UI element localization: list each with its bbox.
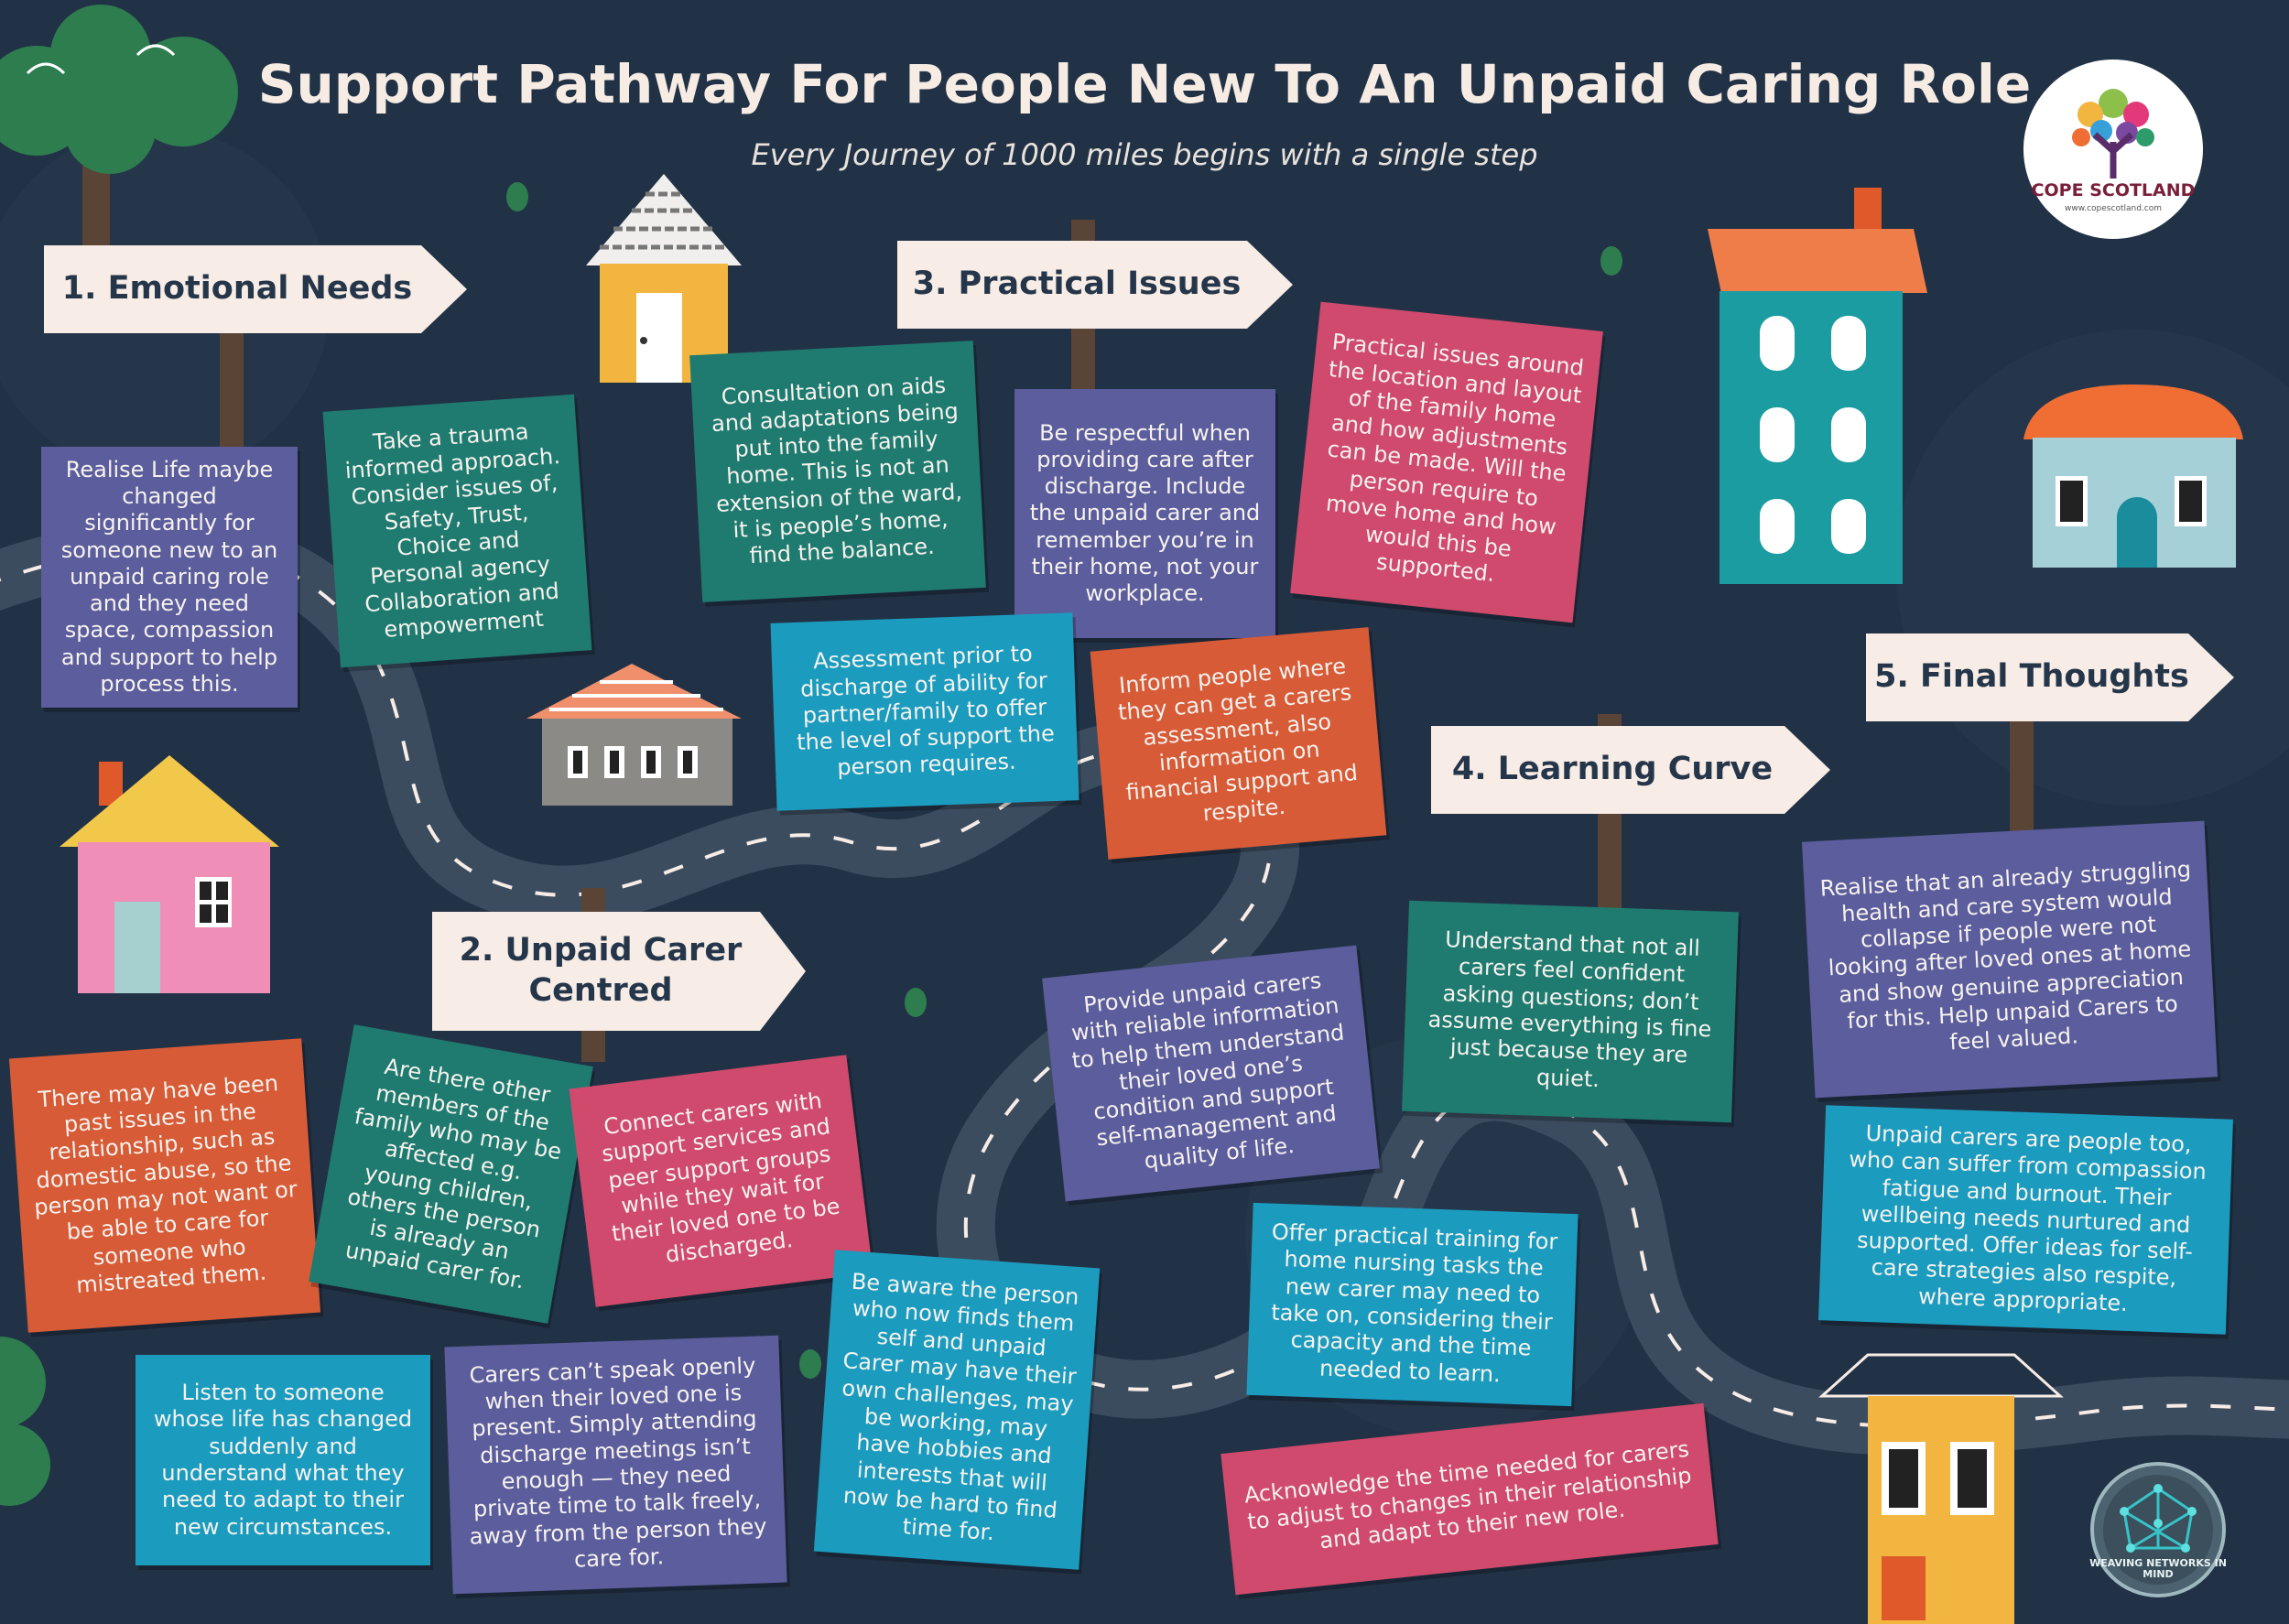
house-grey	[526, 664, 742, 806]
card-speak-openly: Carers can’t speak openly when their lov…	[444, 1335, 787, 1595]
card-collapse: Realise that an already struggling healt…	[1801, 820, 2218, 1099]
sign-final-thoughts: 5. Final Thoughts	[1866, 633, 2234, 721]
road	[0, 517, 2289, 1456]
house-teal-tall	[1708, 188, 1927, 584]
card-trauma-informed: Take a trauma informed approach. Conside…	[322, 394, 592, 668]
card-inform: Inform people where they can get a carer…	[1090, 627, 1387, 860]
card-reliable-info: Provide unpaid carers with reliable info…	[1042, 945, 1380, 1202]
sign-practical-issues: 3. Practical Issues	[897, 241, 1293, 329]
sign-unpaid-carer-centred: 2. Unpaid Carer Centred	[432, 912, 806, 1031]
tree-icon	[2072, 89, 2154, 179]
card-connect: Connect carers with support services and…	[569, 1055, 873, 1307]
tree-top-left	[0, 5, 238, 174]
network-icon	[2090, 1462, 2226, 1597]
card-training: Offer practical training for home nursin…	[1246, 1202, 1578, 1407]
logo-name: COPE SCOTLAND	[2031, 180, 2196, 200]
sign-emotional-needs: 1. Emotional Needs	[44, 245, 467, 333]
card-people-too: Unpaid carers are people too, who can su…	[1818, 1105, 2233, 1335]
card-listen: Listen to someone whose life has changed…	[136, 1355, 430, 1565]
weaving-networks-badge: WEAVING NETWORKS IN MIND	[2089, 1461, 2227, 1598]
sign-learning-curve-label: 4. Learning Curve	[1451, 751, 1774, 788]
page-subtitle: Every Journey of 1000 miles begins with …	[751, 137, 1538, 172]
house-yellow	[586, 174, 742, 383]
card-be-aware: Be aware the person who now finds them s…	[813, 1250, 1101, 1570]
house-lightblue	[2023, 384, 2243, 568]
sign-unpaid-carer-line2: Carer Centred	[528, 932, 743, 1009]
cope-scotland-logo: COPE SCOTLAND www.copescotland.com	[2023, 60, 2203, 239]
page-title: Support Pathway For People New To An Unp…	[257, 53, 2032, 115]
badge-name: WEAVING NETWORKS IN MIND	[2089, 1557, 2227, 1581]
card-realise-life: Realise Life maybe changed significantly…	[41, 447, 298, 708]
sign-unpaid-carer-line1: 2. Unpaid	[459, 932, 633, 969]
tree-bottom-left	[0, 1337, 50, 1506]
card-past-issues: There may have been past issues in the r…	[8, 1038, 321, 1333]
house-pink	[60, 755, 279, 993]
card-respectful: Be respectful when providing care after …	[1014, 389, 1275, 638]
sign-final-thoughts-label: 5. Final Thoughts	[1874, 658, 2189, 696]
card-consultation: Consultation on aids and adaptations bei…	[689, 341, 986, 602]
sign-practical-issues-label: 3. Practical Issues	[912, 265, 1242, 303]
card-not-confident: Understand that not all carers feel conf…	[1402, 900, 1739, 1123]
house-yellow-bottom	[1818, 1353, 2064, 1624]
sign-learning-curve: 4. Learning Curve	[1431, 726, 1830, 814]
card-other-members: Are there other members of the family wh…	[309, 1024, 593, 1324]
card-practical-issues: Practical issues around the location and…	[1290, 301, 1603, 623]
logo-url: www.copescotland.com	[2064, 204, 2162, 213]
card-assessment: Assessment prior to discharge of ability…	[770, 612, 1079, 811]
sign-emotional-needs-label: 1. Emotional Needs	[61, 270, 413, 308]
